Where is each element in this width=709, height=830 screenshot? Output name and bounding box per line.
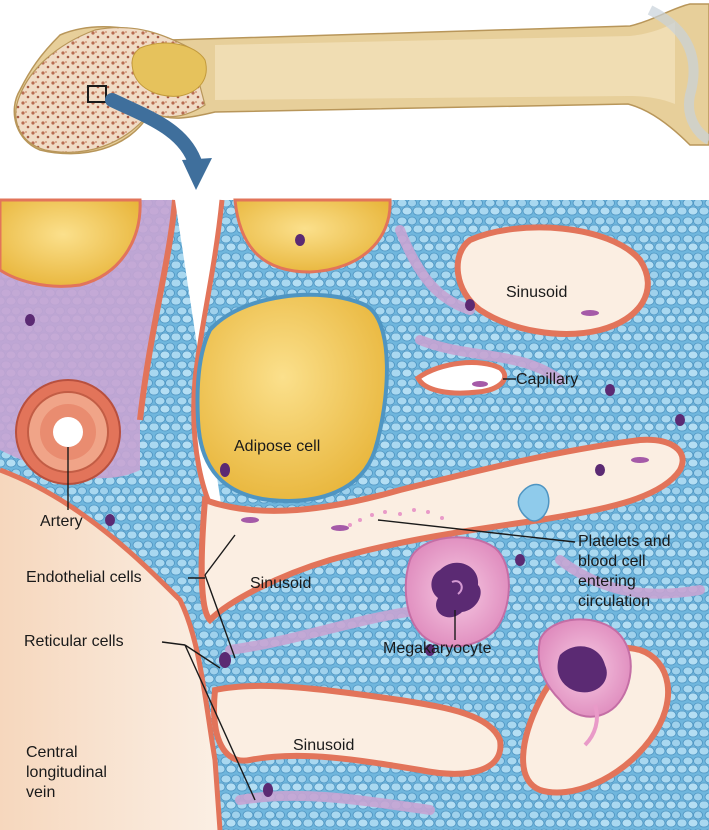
label-megakaryocyte: Megakaryocyte [383,639,492,658]
label-platelets-line-4: circulation [578,592,650,611]
label-central-line-3: vein [26,783,55,802]
label-sinusoid-middle: Sinusoid [250,574,311,593]
label-adipose-cell: Adipose cell [234,437,320,456]
label-sinusoid-bottom: Sinusoid [293,736,354,755]
femur-bone [14,4,709,154]
label-central-line-2: longitudinal [26,763,107,782]
megakaryocyte [406,537,509,646]
label-sinusoid-top: Sinusoid [506,283,567,302]
label-reticular-cells: Reticular cells [24,632,124,651]
label-artery: Artery [40,512,83,531]
label-platelets-line-1: Platelets and [578,532,671,551]
label-central-line-1: Central [26,743,78,762]
label-capillary: Capillary [516,370,578,389]
label-endothelial-cells: Endothelial cells [26,568,142,587]
label-platelets-line-2: blood cell [578,552,646,571]
marrow-section [0,200,709,830]
label-platelets-line-3: entering [578,572,636,591]
